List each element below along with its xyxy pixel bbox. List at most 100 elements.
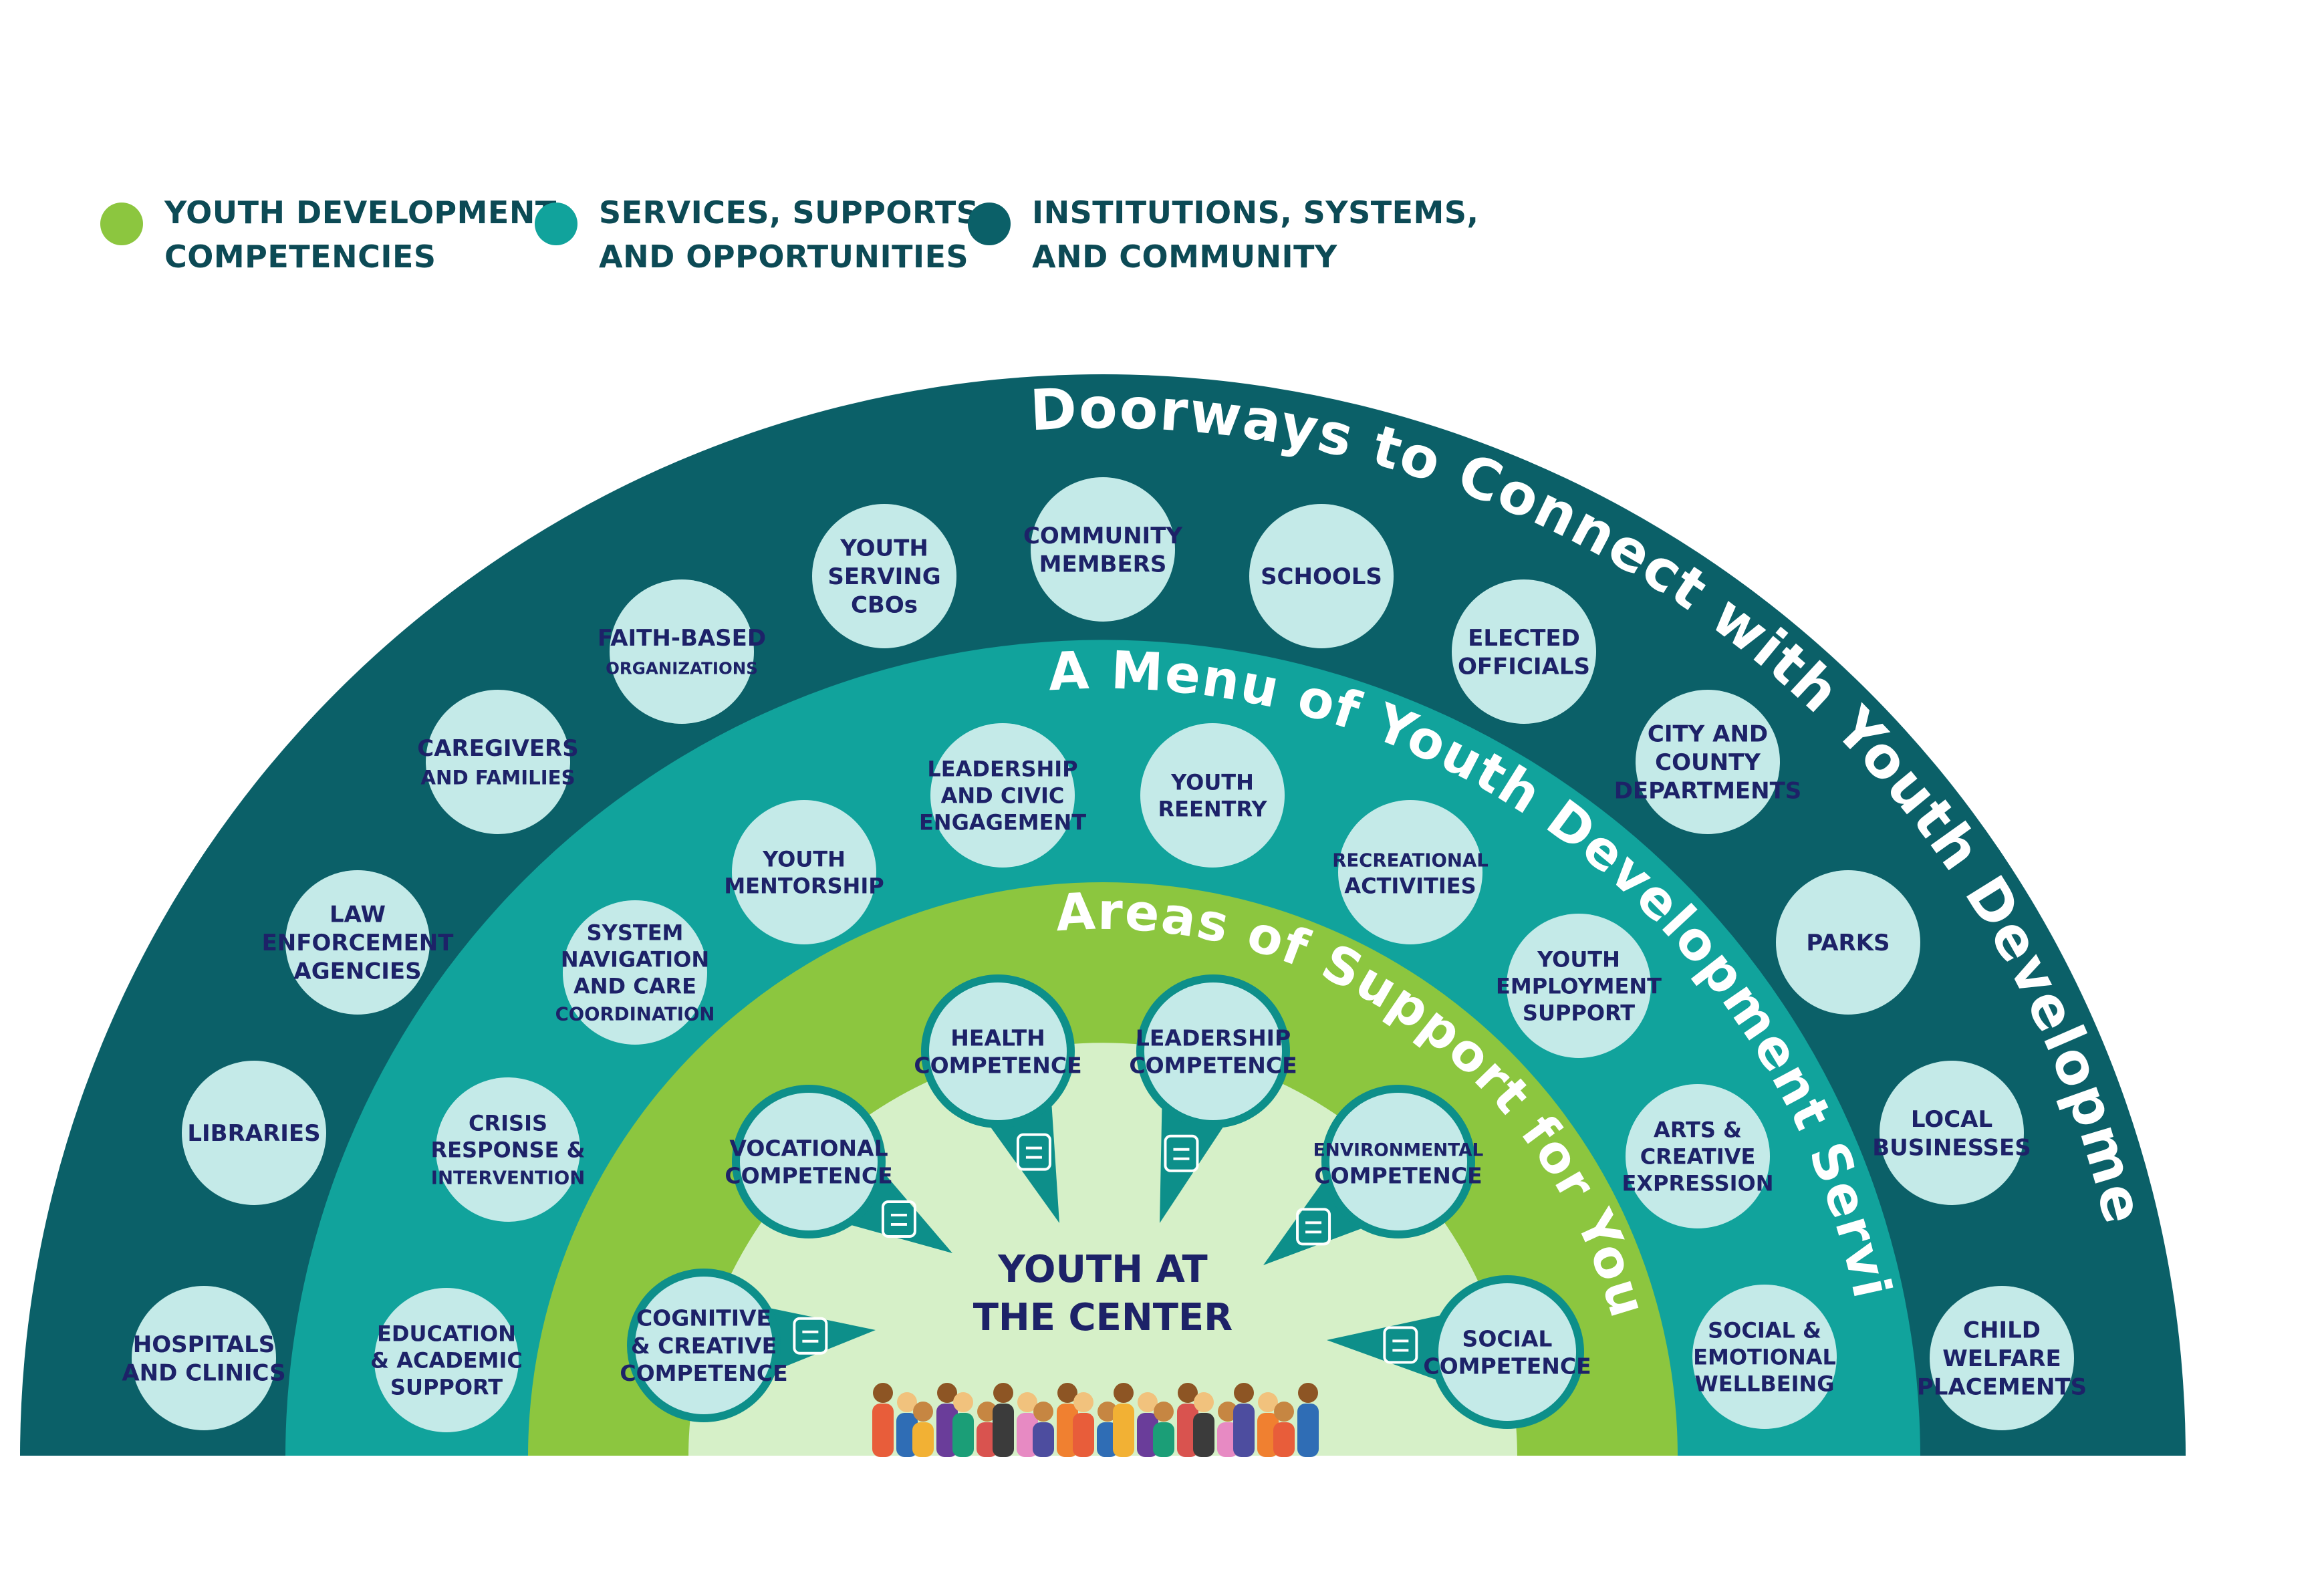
competency-pin-face [929, 982, 1067, 1120]
outer-bubble-5-label: SERVING [827, 563, 940, 590]
outer-bubble-1-label: LIBRARIES [187, 1120, 320, 1147]
outer-bubble-10: PARKS [1776, 870, 1920, 1015]
outer-bubble-11-circle [1880, 1061, 2024, 1205]
middle-bubble-2-circle [563, 900, 707, 1045]
outer-bubble-7-circle [1249, 504, 1394, 648]
middle-bubble-1-label: CRISIS [469, 1111, 547, 1136]
legend-item-services: SERVICES, SUPPORTS, AND OPPORTUNITIES [535, 190, 991, 279]
middle-bubble-6-label: ACTIVITIES [1344, 874, 1476, 899]
crowd-person-body [1273, 1422, 1295, 1457]
crowd-person-head [953, 1392, 973, 1412]
competency-pin-label: COMPETENCE [1314, 1163, 1482, 1189]
crowd-person-head [1178, 1383, 1198, 1403]
outer-bubble-1-circle [182, 1061, 326, 1205]
middle-bubble-3-label: YOUTH [762, 847, 846, 872]
crowd-person-head [1017, 1392, 1037, 1412]
middle-bubble-8-label: CREATIVE [1640, 1144, 1756, 1170]
outer-bubble-9-label: DEPARTMENTS [1614, 778, 1802, 805]
crowd-person-head [993, 1383, 1013, 1403]
outer-bubble-0-circle [132, 1286, 276, 1430]
middle-bubble-7-label: SUPPORT [1523, 1001, 1635, 1026]
group-people-icon [1383, 1326, 1418, 1364]
competency-pin-face [740, 1093, 878, 1230]
outer-bubble-11-label: BUSINESSES [1872, 1134, 2031, 1161]
crowd-person-head [1154, 1402, 1174, 1422]
outer-bubble-2-label: AGENCIES [293, 958, 421, 985]
legend-label-line: AND COMMUNITY [1032, 239, 1337, 275]
middle-bubble-6-circle [1338, 800, 1482, 944]
outer-bubble-4-label: FAITH-BASED [598, 625, 766, 652]
outer-bubble-4-circle [610, 579, 754, 724]
middle-bubble-1-label: RESPONSE & [431, 1138, 586, 1163]
crowd-person-head [873, 1383, 893, 1403]
legend-dot [535, 203, 577, 245]
legend-item-competencies: YOUTH DEVELOPMENT COMPETENCIES [100, 190, 557, 279]
competency-pin-label: SOCIAL [1462, 1325, 1553, 1351]
outer-bubble-5-label: CBOs [851, 592, 918, 619]
brain-scroll-icon [793, 1317, 828, 1355]
competency-pin-label: LEADERSHIP [1136, 1025, 1291, 1051]
legend-label-line: AND OPPORTUNITIES [599, 239, 969, 275]
outer-bubble-2-label: LAW [330, 902, 386, 928]
outer-bubble-10-label: PARKS [1806, 930, 1890, 956]
crowd-person-head [1138, 1392, 1158, 1412]
crowd-person-head [937, 1383, 957, 1403]
competency-pin-label: COMPETENCE [725, 1163, 892, 1189]
outer-bubble-3-circle [426, 690, 570, 834]
outer-bubble-7: SCHOOLS [1249, 504, 1394, 648]
middle-bubble-3-label: MENTORSHIP [724, 874, 884, 899]
middle-bubble-0-label: SUPPORT [390, 1375, 503, 1400]
crowd-person-head [1073, 1392, 1093, 1412]
middle-bubble-9-label: EMOTIONAL [1693, 1345, 1836, 1370]
legend-item-institutions: INSTITUTIONS, SYSTEMS, AND COMMUNITY [968, 190, 1478, 279]
middle-bubble-6-label: RECREATIONAL [1332, 850, 1489, 872]
legend-label-line: YOUTH DEVELOPMENT [164, 194, 557, 231]
middle-bubble-4-label: AND CIVIC [941, 783, 1065, 809]
outer-bubble-1: LIBRARIES [182, 1061, 326, 1205]
crowd-person-body [993, 1404, 1014, 1457]
middle-bubble-2-label: NAVIGATION [561, 947, 709, 972]
competency-pin-label: & CREATIVE [631, 1333, 777, 1359]
outer-bubble-5-label: YOUTH [840, 535, 928, 562]
outer-bubble-6-label: MEMBERS [1039, 551, 1167, 577]
middle-bubble-0-circle [374, 1288, 519, 1432]
middle-bubble-1-label: INTERVENTION [431, 1168, 586, 1189]
crowd-person-body [1297, 1404, 1319, 1457]
outer-bubble-11-label: LOCAL [1911, 1106, 1992, 1133]
outer-bubble-5-circle [812, 504, 956, 648]
crowd-person-head [1194, 1392, 1214, 1412]
outer-bubble-8-circle [1452, 579, 1596, 724]
competency-pin-face [1329, 1093, 1467, 1230]
tools-grid-icon [881, 1200, 916, 1238]
center-area [688, 1043, 1517, 1457]
competency-pin-label: COMPETENCE [914, 1053, 1081, 1079]
competency-pin-face [635, 1277, 773, 1414]
legend-dot [968, 203, 1011, 245]
middle-bubble-5-label: REENTRY [1158, 797, 1267, 822]
outer-bubble-7-label: SCHOOLS [1261, 563, 1382, 590]
middle-bubble-2-label: COORDINATION [555, 1004, 715, 1025]
middle-bubble-9-circle [1692, 1285, 1837, 1429]
competency-pin-label: VOCATIONAL [729, 1135, 888, 1161]
outer-bubble-2-label: ENFORCEMENT [262, 930, 455, 956]
youth-crowd-illustration [872, 1383, 1319, 1457]
middle-bubble-3-circle [732, 800, 876, 944]
